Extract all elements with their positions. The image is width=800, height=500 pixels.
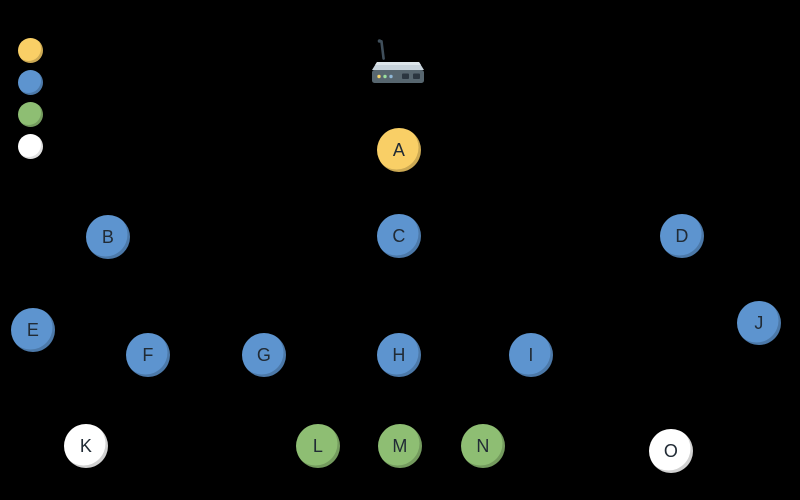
node-C: C [377, 214, 421, 258]
node-A: A [377, 128, 421, 172]
node-K: K [64, 424, 108, 468]
node-J: J [737, 301, 781, 345]
legend [18, 38, 43, 159]
node-F: F [126, 333, 170, 377]
node-G: G [242, 333, 286, 377]
node-L: L [296, 424, 340, 468]
wifi-router-svg [372, 39, 424, 83]
node-D: D [660, 214, 704, 258]
legend-swatch-yellow [18, 38, 43, 63]
node-M: M [378, 424, 422, 468]
legend-swatch-white [18, 134, 43, 159]
node-I: I [509, 333, 553, 377]
node-H: H [377, 333, 421, 377]
node-O: O [649, 429, 693, 473]
node-N: N [461, 424, 505, 468]
wifi-router-icon [369, 38, 427, 90]
legend-swatch-green [18, 102, 43, 127]
node-E: E [11, 308, 55, 352]
legend-swatch-blue [18, 70, 43, 95]
node-B: B [86, 215, 130, 259]
